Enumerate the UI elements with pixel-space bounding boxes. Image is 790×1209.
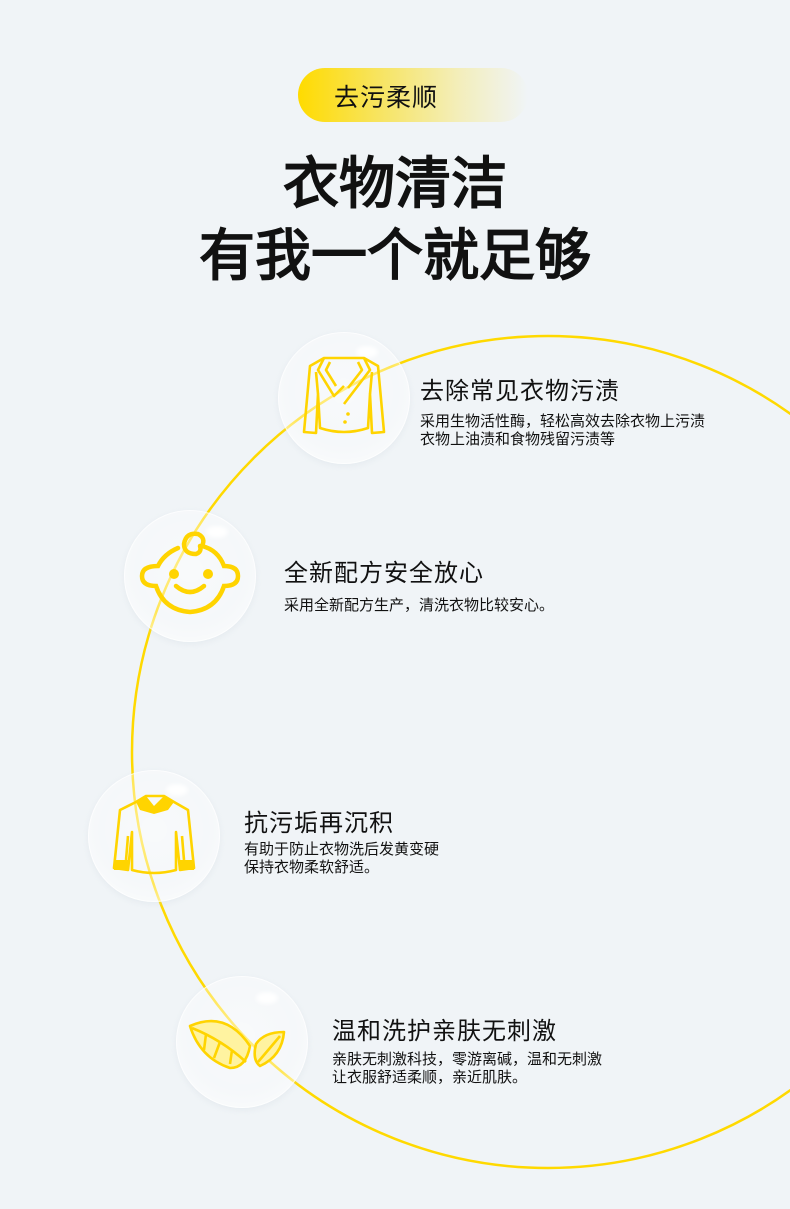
feature-title: 抗污垢再沉积 (244, 809, 394, 837)
shirt-bubble (88, 770, 220, 902)
headline-line-2: 有我一个就足够 (199, 224, 591, 289)
category-tag: 去污柔顺 (298, 68, 528, 122)
feature-desc-line-2: 衣物上油渍和食物残留污渍等 (420, 430, 616, 448)
leaf-bubble (176, 976, 308, 1108)
feature-desc: 采用生物活性酶，轻松高效去除衣物上污渍衣物上油渍和食物残留污渍等 (420, 412, 705, 448)
feature-anti-redeposition: 抗污垢再沉积 有助于防止衣物洗后发黄变硬保持衣物柔软舒适。 (244, 808, 439, 876)
feature-title: 温和洗护亲肤无刺激 (332, 1017, 557, 1045)
leaf-icon (188, 1019, 286, 1070)
baby-bubble (124, 510, 256, 642)
shirt-icon (112, 794, 196, 875)
jacket-bubble (278, 332, 410, 464)
feature-stain-removal: 去除常见衣物污渍 采用生物活性酶，轻松高效去除衣物上污渍衣物上油渍和食物残留污渍… (420, 376, 705, 448)
feature-desc-line-1: 有助于防止衣物洗后发黄变硬 (244, 840, 440, 858)
feature-desc: 有助于防止衣物洗后发黄变硬保持衣物柔软舒适。 (244, 840, 439, 876)
feature-title: 全新配方安全放心 (284, 559, 484, 587)
jacket-icon (302, 356, 386, 435)
headline-line-1: 衣物清洁 (283, 152, 507, 217)
feature-desc: 采用全新配方生产，清洗衣物比较安心。 (284, 596, 554, 614)
feature-desc-line-1: 亲肤无刺激科技，零游离碱，温和无刺激 (332, 1050, 603, 1068)
feature-desc-line-2: 让衣服舒适柔顺，亲近肌肤。 (332, 1068, 528, 1086)
feature-safe-formula: 全新配方安全放心 采用全新配方生产，清洗衣物比较安心。 (284, 558, 554, 614)
feature-desc-line-2: 保持衣物柔软舒适。 (244, 858, 380, 876)
feature-desc: 亲肤无刺激科技，零游离碱，温和无刺激让衣服舒适柔顺，亲近肌肤。 (332, 1050, 602, 1086)
feature-desc-line-1: 采用全新配方生产，清洗衣物比较安心。 (284, 596, 555, 614)
feature-title: 去除常见衣物污渍 (420, 377, 620, 405)
feature-gentle-care: 温和洗护亲肤无刺激 亲肤无刺激科技，零游离碱，温和无刺激让衣服舒适柔顺，亲近肌肤… (332, 1016, 602, 1086)
baby-face-icon (139, 531, 241, 615)
feature-desc-line-1: 采用生物活性酶，轻松高效去除衣物上污渍 (420, 412, 706, 430)
category-tag-label: 去污柔顺 (334, 83, 439, 112)
